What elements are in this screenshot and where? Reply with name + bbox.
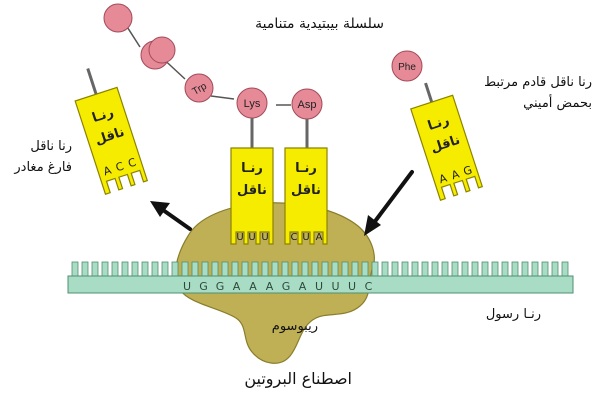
mrna-base: G <box>216 280 225 293</box>
mrna-base: U <box>331 280 339 293</box>
mrna-base: U <box>315 280 323 293</box>
mrna-base: U <box>348 280 356 293</box>
lys-label: Lys <box>244 98 261 110</box>
asp-label: Asp <box>298 99 317 111</box>
trna-label-line2: ناقل <box>291 183 321 198</box>
anticodon-base: A <box>316 232 323 243</box>
anticodon-base: U <box>236 232 243 243</box>
polypeptide-label: سلسلة بيبتيدية متنامية <box>255 16 384 32</box>
mrna-base: A <box>233 280 241 293</box>
mrna-base: A <box>249 280 257 293</box>
trna-a-site: رنـا ناقل C U A <box>285 148 327 244</box>
mrna-label: رنـا رسول <box>486 307 541 322</box>
trna-label-line2: ناقل <box>237 183 267 198</box>
anticodon-base: U <box>248 232 255 243</box>
trna-departing: رنـا ناقل A C C <box>67 62 147 194</box>
arrow-outgoing <box>150 201 190 229</box>
diagram-title: اصطناع البروتين <box>244 369 352 389</box>
trna-p-site: رنـا ناقل U U U <box>231 148 273 244</box>
mrna-base: G <box>282 280 291 293</box>
outgoing-trna-label-line1: رنا ناقل <box>30 139 72 154</box>
anticodon-base: U <box>302 232 309 243</box>
arrow-incoming <box>364 172 412 236</box>
ribosome-label: ريبوسوم <box>272 319 318 334</box>
trna-incoming: رنـا ناقل A A G <box>405 76 483 200</box>
polypeptide-bead <box>149 37 175 63</box>
trna-label-line1: رنـا <box>295 161 317 176</box>
mrna-base: A <box>266 280 274 293</box>
mrna-base: A <box>299 280 307 293</box>
outgoing-trna-label-line2: فارغ مغادر <box>13 160 72 175</box>
phe-label: Phe <box>398 62 416 73</box>
anticodon-base: C <box>291 232 298 243</box>
anticodon-base: U <box>261 232 268 243</box>
trna-label-line1: رنـا <box>241 161 263 176</box>
mrna-base: U <box>183 280 191 293</box>
polypeptide-bead <box>104 4 132 32</box>
incoming-trna-label-line1: رنا ناقل قادم مرتبط <box>484 75 592 90</box>
incoming-trna-label-line2: بحمض أميني <box>523 94 592 111</box>
mrna-base: C <box>365 280 373 293</box>
mrna-base: G <box>199 280 208 293</box>
